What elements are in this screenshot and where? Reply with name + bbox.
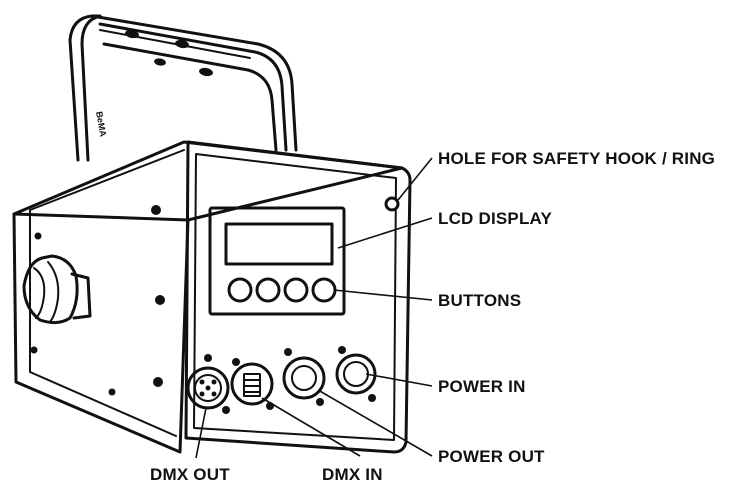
lcd-display <box>224 222 334 266</box>
callout-lcd-display: LCD DISPLAY <box>438 209 552 228</box>
yoke-bracket: BeMA <box>68 14 298 162</box>
menu-button <box>227 277 253 303</box>
callout-dmx-in: DMX IN <box>322 465 383 484</box>
dmx-out-connector <box>186 354 230 414</box>
dmx-in-connector <box>230 358 274 410</box>
callout-dmx-out: DMX OUT <box>150 465 230 484</box>
up-button <box>255 277 281 303</box>
callout-buttons: BUTTONS <box>438 291 521 310</box>
enter-button <box>311 277 337 303</box>
down-button <box>283 277 309 303</box>
front-panel <box>184 140 412 454</box>
power-out-connector <box>282 348 326 406</box>
leader-lines <box>195 157 433 459</box>
callout-safety-hook: HOLE FOR SAFETY HOOK / RING <box>438 149 715 168</box>
bracket-brand-text: BeMA <box>94 111 108 138</box>
tilt-knob <box>22 254 92 325</box>
callout-power-in: POWER IN <box>438 377 526 396</box>
callout-power-out: POWER OUT <box>438 447 545 466</box>
safety-hook-hole <box>384 196 400 212</box>
